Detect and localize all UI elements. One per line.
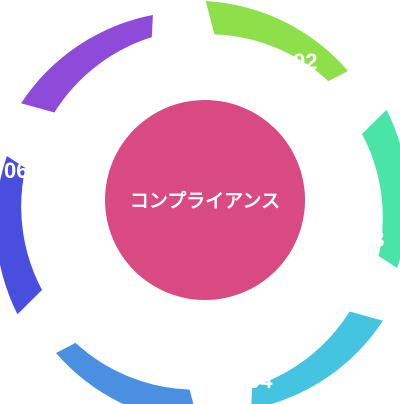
segment-03 bbox=[251, 311, 383, 404]
center-circle bbox=[105, 100, 305, 300]
segment-label-06: 06 bbox=[4, 158, 28, 183]
segment-06 bbox=[21, 15, 153, 113]
segment-04 bbox=[56, 342, 194, 404]
segment-label-03: 03 bbox=[360, 227, 384, 252]
segment-label-02: 02 bbox=[293, 49, 317, 74]
segment-label-05: 05 bbox=[44, 313, 68, 338]
segment-02 bbox=[362, 109, 400, 268]
center-label: コンプライアンス bbox=[130, 189, 280, 212]
segment-01 bbox=[205, 1, 348, 82]
segment-label-04: 04 bbox=[248, 368, 273, 393]
segment-05 bbox=[0, 156, 42, 315]
